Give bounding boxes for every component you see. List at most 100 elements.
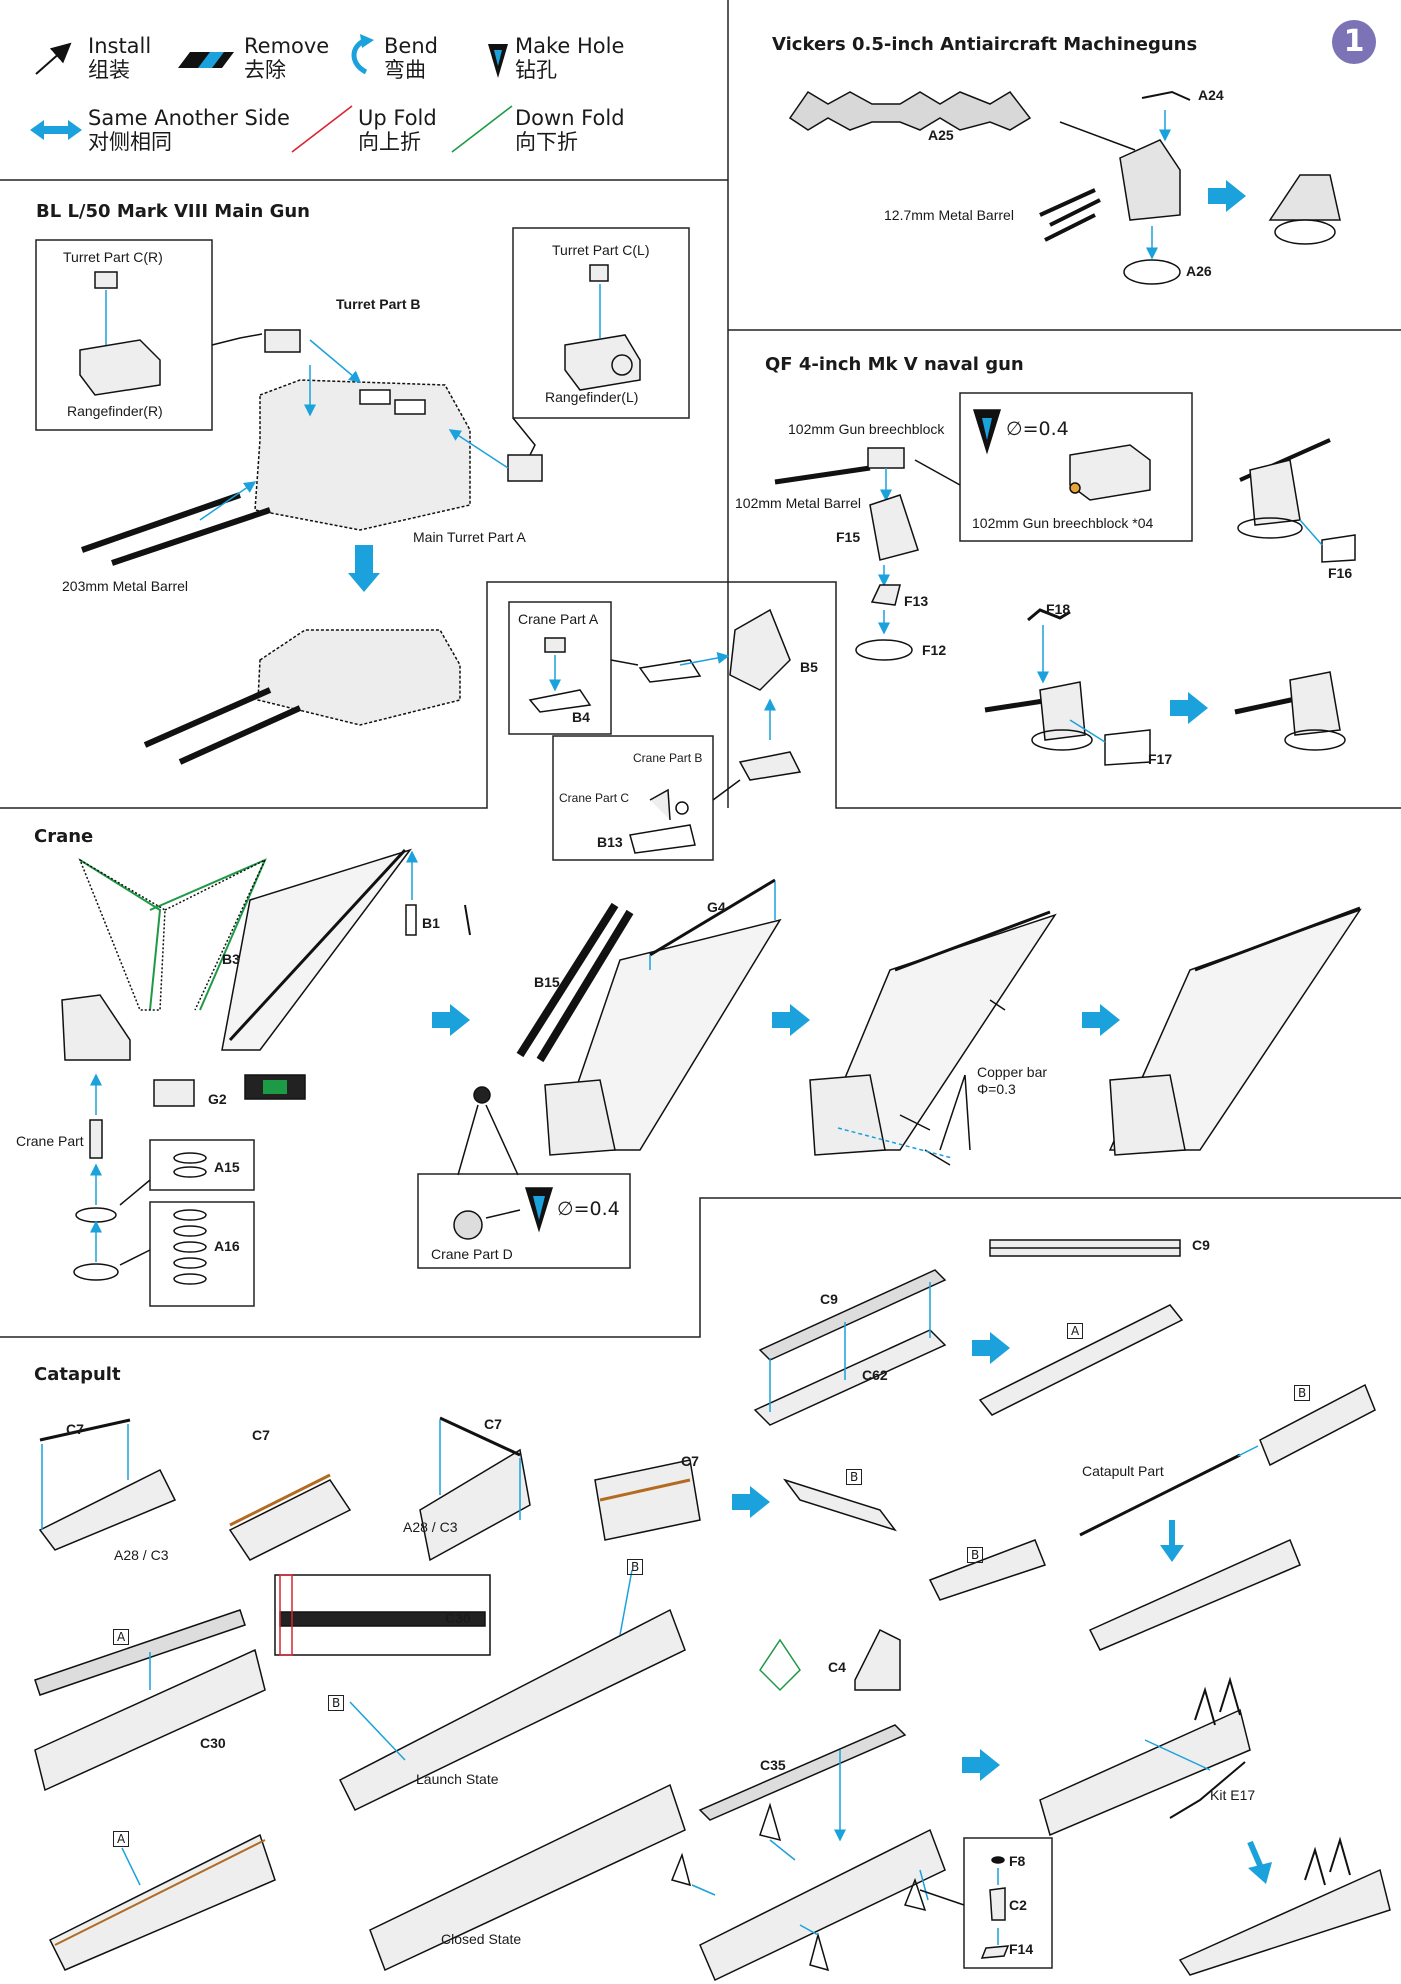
label-b5: B5 xyxy=(800,659,818,675)
marker-a-3-text: A xyxy=(113,1831,130,1847)
label-turret-c-l: Turret Part C(L) xyxy=(552,242,650,258)
legend-same-side-cn: 对侧相同 xyxy=(88,130,172,155)
step-number-badge: 1 xyxy=(1332,20,1376,64)
label-b15: B15 xyxy=(534,974,560,990)
crane-title: Crane xyxy=(34,826,94,847)
marker-b-3: B xyxy=(967,1546,984,1563)
marker-b-1: B xyxy=(1294,1384,1311,1401)
label-f17: F17 xyxy=(1148,751,1173,767)
marker-a-1: A xyxy=(1067,1322,1084,1339)
marker-a-2: A xyxy=(113,1628,130,1645)
label-b3: B3 xyxy=(222,951,240,967)
label-102mm-barrel: 102mm Metal Barrel xyxy=(735,495,862,511)
copper-bar-text: Copper bar xyxy=(977,1064,1048,1080)
label-c7-2: C7 xyxy=(252,1427,270,1443)
label-c9: C9 xyxy=(820,1291,838,1307)
label-c35: C35 xyxy=(760,1757,786,1773)
label-a16: A16 xyxy=(214,1238,240,1254)
label-c30-2: C30 xyxy=(200,1735,226,1751)
label-turret-b: Turret Part B xyxy=(336,296,421,312)
legend-icons xyxy=(30,34,513,153)
legend-remove-en: Remove xyxy=(244,34,330,58)
label-breechblock-04: 102mm Gun breechblock *04 xyxy=(972,515,1154,531)
label-crane-part-c: Crane Part C xyxy=(559,791,630,805)
label-c62: C62 xyxy=(862,1367,888,1383)
vickers-title: Vickers 0.5-inch Antiaircraft Machinegun… xyxy=(772,34,1198,55)
label-closed-state: Closed State xyxy=(441,1931,522,1947)
label-rangefinder-r: Rangefinder(R) xyxy=(67,403,163,419)
crane-sub-drawings xyxy=(508,601,802,861)
legend-up-fold-en: Up Fold xyxy=(358,106,437,130)
label-turret-c-r: Turret Part C(R) xyxy=(63,249,163,265)
label-breechblock: 102mm Gun breechblock xyxy=(788,421,945,437)
marker-b-5: B xyxy=(328,1694,345,1711)
label-crane-part-d: Crane Part D xyxy=(431,1246,513,1262)
label-a26: A26 xyxy=(1186,263,1212,279)
qf-hole-value: =0.4 xyxy=(1022,418,1069,440)
label-f16: F16 xyxy=(1328,565,1353,581)
crane-drawings xyxy=(61,848,1362,1307)
label-a28-c3-2: A28 / C3 xyxy=(403,1519,458,1535)
marker-a-2-text: A xyxy=(113,1629,130,1645)
label-crane-part: Crane Part xyxy=(16,1133,84,1149)
legend-install-cn: 组装 xyxy=(88,58,130,83)
legend-remove-cn: 去除 xyxy=(244,58,286,83)
legend-make-hole-en: Make Hole xyxy=(515,34,625,58)
legend-make-hole-cn: 钻孔 xyxy=(515,58,557,83)
label-f13: F13 xyxy=(904,593,929,609)
label-203mm-barrel: 203mm Metal Barrel xyxy=(62,578,189,594)
label-a15: A15 xyxy=(214,1159,240,1175)
label-f18: F18 xyxy=(1046,601,1071,617)
marker-b-2-text: B xyxy=(846,1469,863,1485)
label-rangefinder-l: Rangefinder(L) xyxy=(545,389,639,405)
label-f8: F8 xyxy=(1009,1853,1026,1869)
label-g4: G4 xyxy=(707,899,726,915)
qf-title: QF 4-inch Mk V naval gun xyxy=(765,354,1024,375)
label-catapult-part: Catapult Part xyxy=(1082,1463,1164,1479)
label-g2: G2 xyxy=(208,1091,227,1107)
marker-b-4-text: B xyxy=(627,1559,644,1575)
qf-drawings xyxy=(774,392,1356,766)
label-c7-3: C7 xyxy=(484,1416,502,1432)
label-launch-state: Launch State xyxy=(416,1771,499,1787)
label-c30-1: C30 xyxy=(445,1610,471,1626)
legend-down-fold-cn: 向下折 xyxy=(515,130,578,155)
main-gun-drawings xyxy=(35,227,690,765)
legend-up-fold-cn: 向上折 xyxy=(358,130,421,155)
label-a24: A24 xyxy=(1198,87,1224,103)
label-b4: B4 xyxy=(572,709,590,725)
catapult-title: Catapult xyxy=(34,1364,121,1385)
main-gun-title: BL L/50 Mark VIII Main Gun xyxy=(36,201,310,222)
diameter-icon: ∅ xyxy=(557,1198,574,1220)
marker-b-2: B xyxy=(846,1468,863,1485)
label-f12: F12 xyxy=(922,642,947,658)
legend-same-side-en: Same Another Side xyxy=(88,106,290,130)
label-c7-4: C7 xyxy=(681,1453,699,1469)
catapult-drawings xyxy=(34,1239,1391,1982)
crane-hole-size: ∅=0.4 xyxy=(557,1200,620,1219)
vickers-drawings xyxy=(788,90,1341,285)
label-c4: C4 xyxy=(828,1659,846,1675)
label-b13: B13 xyxy=(597,834,623,850)
label-crane-part-b: Crane Part B xyxy=(633,751,703,765)
legend-down-fold-en: Down Fold xyxy=(515,106,625,130)
legend-bend-en: Bend xyxy=(384,34,438,58)
crane-hole-value: =0.4 xyxy=(573,1198,620,1220)
legend-bend-cn: 弯曲 xyxy=(384,58,426,83)
copper-bar-size: Φ=0.3 xyxy=(977,1080,1016,1097)
marker-b-1-text: B xyxy=(1294,1385,1311,1401)
label-a28-c3-1: A28 / C3 xyxy=(114,1547,169,1563)
label-c2: C2 xyxy=(1009,1897,1027,1913)
marker-a-1-text: A xyxy=(1067,1323,1084,1339)
label-crane-part-a: Crane Part A xyxy=(518,611,599,627)
marker-b-5-text: B xyxy=(328,1695,345,1711)
label-main-turret-a: Main Turret Part A xyxy=(413,529,526,545)
